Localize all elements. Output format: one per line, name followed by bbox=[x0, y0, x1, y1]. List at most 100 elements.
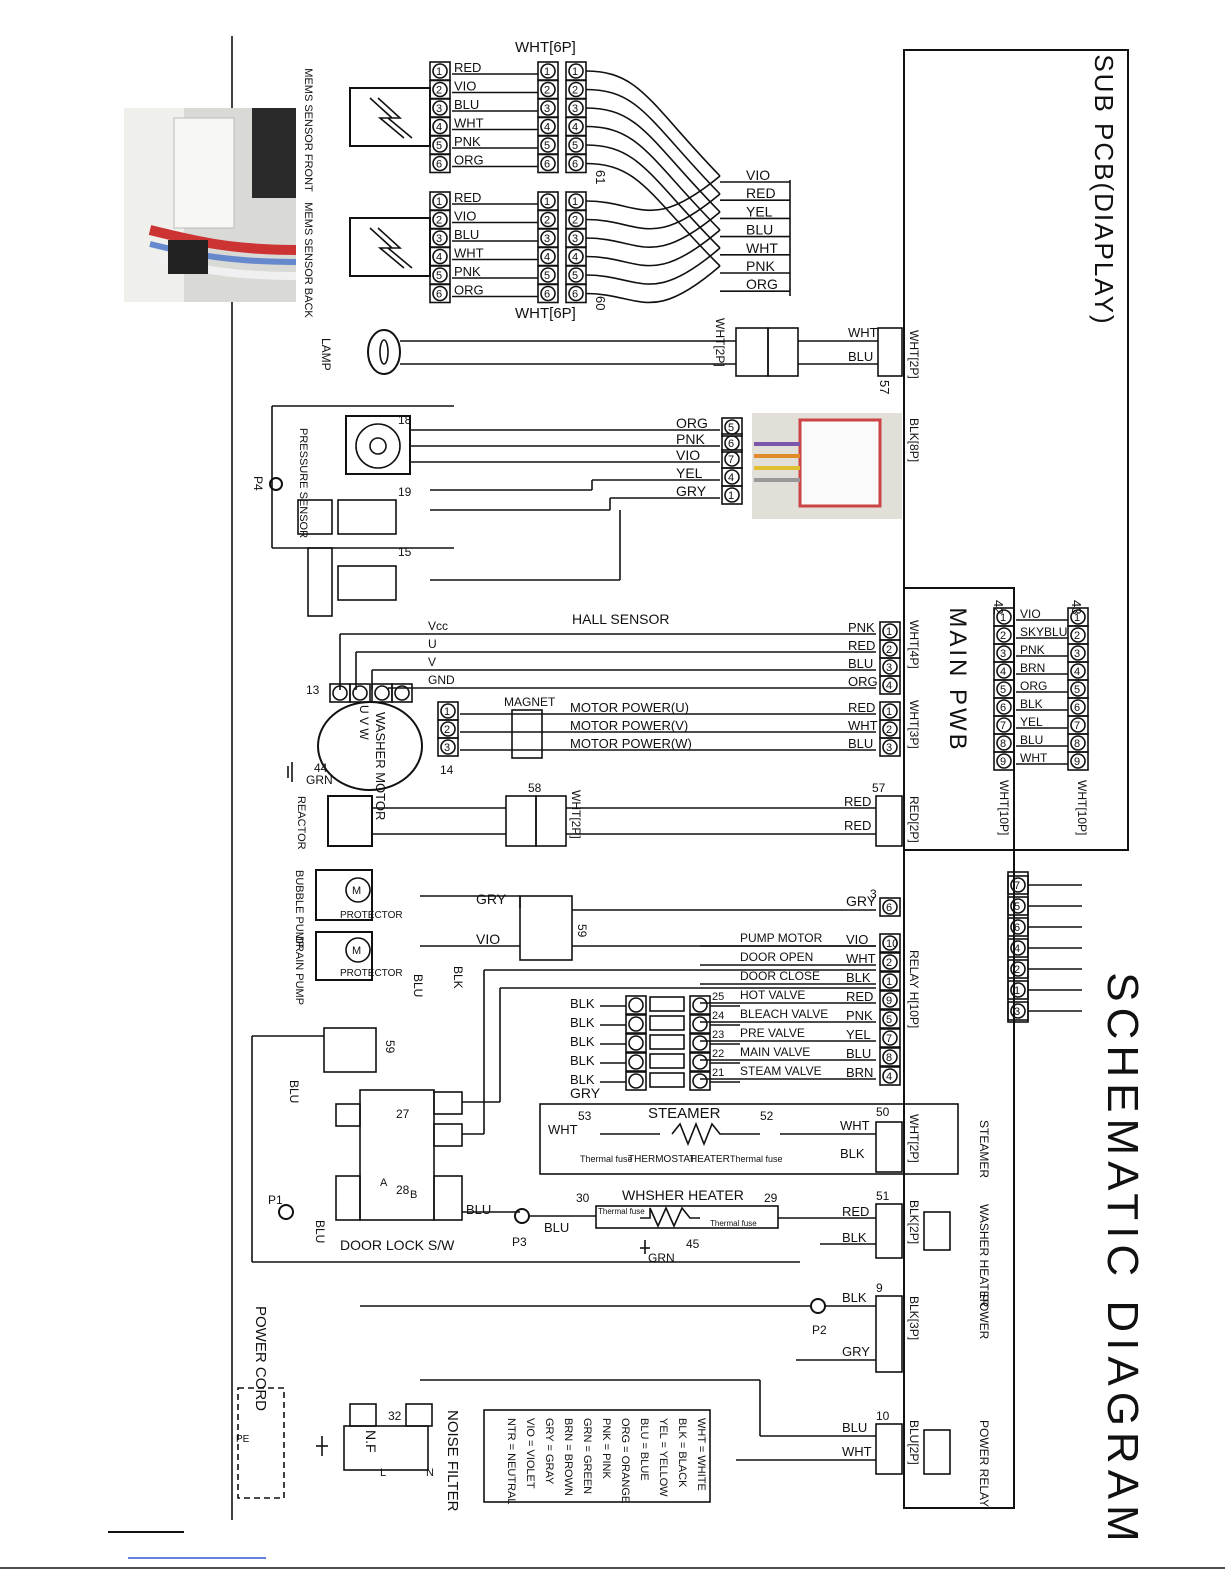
hall-label-3: V bbox=[428, 655, 436, 669]
relay-label-4: HOT VALVE bbox=[740, 988, 805, 1002]
sub-conn-wire-7: YEL bbox=[1020, 715, 1043, 729]
back-wire-1: RED bbox=[454, 190, 481, 205]
node-44: 44 bbox=[314, 761, 328, 775]
legend-item-1: WHT = WHITE bbox=[695, 1418, 707, 1491]
back-wire-3: BLU bbox=[454, 227, 479, 242]
back-mid-pin-2: 2 bbox=[537, 209, 559, 230]
door-blu: BLU bbox=[466, 1202, 491, 1217]
steamer-side-label: STEAMER bbox=[977, 1120, 991, 1178]
back-mid-pin-1: 1 bbox=[537, 191, 559, 211]
motor-hall-pin-2 bbox=[349, 683, 371, 703]
svg-text:2: 2 bbox=[1000, 630, 1006, 642]
svg-text:2: 2 bbox=[1014, 964, 1020, 976]
relay-label-3: DOOR CLOSE bbox=[740, 969, 820, 983]
valve-left-pin-5 bbox=[625, 1071, 647, 1091]
main-42-pin-7: 7 bbox=[993, 715, 1015, 735]
motor-power-2: MOTOR POWER(V) bbox=[570, 718, 688, 733]
relay-wire-4: RED bbox=[846, 989, 873, 1004]
svg-text:2: 2 bbox=[1074, 630, 1080, 642]
steamer-thermal-1: Thermal fuse bbox=[580, 1154, 633, 1164]
noise-filter-label: NOISE FILTER bbox=[444, 1410, 461, 1512]
legend-item-10: VIO = VIOLET bbox=[524, 1418, 536, 1489]
front-out-pin-4: 4 bbox=[565, 116, 587, 137]
legend-item-2: BLK = BLACK bbox=[676, 1418, 688, 1488]
reactor-main-connector: RED[2P] bbox=[907, 796, 921, 843]
front-pin-5: 5 bbox=[429, 135, 451, 155]
reactor-wire-2: RED bbox=[844, 818, 871, 833]
svg-text:2: 2 bbox=[436, 215, 442, 227]
mems-front-label: MEMS SENSOR FRONT bbox=[302, 68, 314, 192]
sub-pcb-title: SUB PCB(DIAPLAY) bbox=[1089, 54, 1119, 325]
sub-43-pin-6: 6 bbox=[1067, 697, 1089, 717]
relay-wht: WHT bbox=[842, 1444, 872, 1459]
svg-text:5: 5 bbox=[572, 270, 578, 282]
valve-right-pin-3 bbox=[689, 1033, 711, 1053]
motor-pin-3: 3 bbox=[879, 737, 901, 757]
valve-blk-4: BLK bbox=[570, 1053, 595, 1068]
bubble-pump-label: BUBBLE PUMP bbox=[293, 870, 305, 948]
relay-wire-5: PNK bbox=[846, 1008, 873, 1023]
svg-text:7: 7 bbox=[728, 454, 734, 466]
washer-blu: BLU bbox=[544, 1220, 569, 1235]
pump-node-59: 59 bbox=[575, 924, 589, 938]
nf-label: N.F bbox=[363, 1430, 379, 1453]
svg-text:7: 7 bbox=[1074, 720, 1080, 732]
pump-blk: BLK bbox=[451, 966, 465, 989]
node-51: 51 bbox=[876, 1189, 890, 1203]
svg-text:5: 5 bbox=[1000, 684, 1006, 696]
side-pin-1: 7 bbox=[1007, 875, 1029, 895]
connector-photo bbox=[124, 108, 297, 302]
power-gry: GRY bbox=[842, 1344, 870, 1359]
sub-pcb-box bbox=[903, 49, 1129, 851]
back-out-pin-6: 6 bbox=[565, 283, 587, 304]
svg-text:4: 4 bbox=[728, 472, 734, 484]
svg-text:2: 2 bbox=[544, 215, 550, 227]
node-29: 29 bbox=[764, 1191, 778, 1205]
lamp-label: LAMP bbox=[319, 338, 333, 371]
back-wire-4: WHT bbox=[454, 246, 484, 261]
relay-node-3: 3 bbox=[870, 887, 877, 901]
power-relay-label: POWER RELAY bbox=[977, 1420, 991, 1507]
svg-text:4: 4 bbox=[544, 122, 550, 134]
sub-connector-label: WHT[10P] bbox=[1075, 780, 1089, 835]
relay-label-7: MAIN VALVE bbox=[740, 1045, 810, 1059]
relay-wire-2: WHT bbox=[846, 951, 876, 966]
hall-wire-2: RED bbox=[848, 638, 875, 653]
svg-text:4: 4 bbox=[1000, 666, 1006, 678]
front-out-pin-3: 3 bbox=[565, 98, 587, 118]
motor-power-3: MOTOR POWER(W) bbox=[570, 736, 692, 751]
relay-wire-8: BRN bbox=[846, 1065, 873, 1080]
front-pin-4: 4 bbox=[429, 116, 451, 137]
side-pin-5: 2 bbox=[1007, 959, 1029, 979]
protector-2: PROTECTOR bbox=[340, 968, 403, 979]
node-p1: P1 bbox=[268, 1193, 283, 1207]
front-pin-6: 6 bbox=[429, 153, 451, 174]
svg-text:3: 3 bbox=[436, 103, 442, 115]
steamer-title: STEAMER bbox=[648, 1105, 721, 1122]
valve-node-1: 25 bbox=[712, 991, 724, 1003]
hall-pin-2: 2 bbox=[879, 639, 901, 659]
node-52: 52 bbox=[760, 1109, 774, 1123]
svg-text:1: 1 bbox=[886, 626, 892, 638]
power-side-label: POWER bbox=[977, 1294, 991, 1340]
svg-text:8: 8 bbox=[886, 1052, 892, 1064]
sub-43-pin-8: 8 bbox=[1067, 733, 1089, 753]
lamp-connector: WHT[2P] bbox=[713, 318, 727, 367]
hall-connector: WHT[4P] bbox=[907, 620, 921, 669]
motor-connector: WHT[3P] bbox=[907, 700, 921, 749]
sub-43-pin-9: 9 bbox=[1067, 751, 1089, 771]
svg-text:4: 4 bbox=[572, 252, 578, 264]
main-42-pin-3: 3 bbox=[993, 643, 1015, 663]
valve-left-pin-4 bbox=[625, 1052, 647, 1072]
relay-pin-2: 2 bbox=[879, 952, 901, 972]
relay-pin-5: 5 bbox=[879, 1009, 901, 1029]
valve-left-pin-1 bbox=[625, 995, 647, 1015]
node-13: 13 bbox=[306, 683, 320, 697]
